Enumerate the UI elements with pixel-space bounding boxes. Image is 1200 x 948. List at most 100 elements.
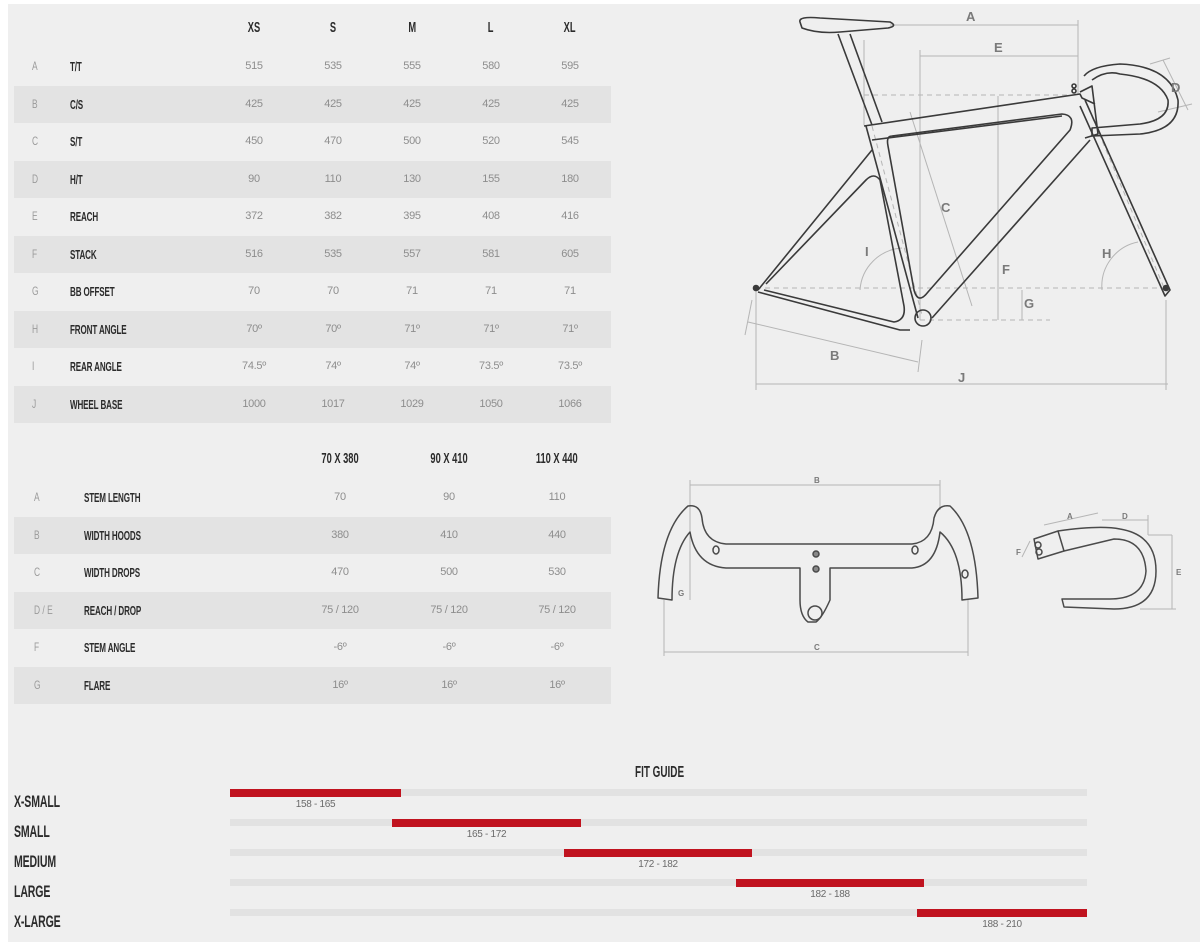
cell-value: 70º [246, 322, 262, 335]
bar-dim-label-c: C [814, 643, 820, 652]
cell-value: 372 [245, 210, 263, 222]
cell-value: 110 [324, 172, 342, 185]
cell-value: 410 [440, 528, 458, 541]
cell-value: 74.5º [242, 360, 266, 372]
fit-size-label: X-SMALL [14, 792, 88, 812]
row-label: BB OFFSET [70, 284, 142, 299]
cell-value: 74º [325, 360, 341, 372]
row-label: C/S [70, 97, 91, 112]
dim-label-g: G [1024, 296, 1034, 311]
row-letter: C [34, 565, 41, 579]
row-label: STEM LENGTH [84, 490, 175, 505]
size-header-l: L [451, 19, 531, 36]
cell-value: 535 [324, 247, 342, 260]
cell-value: 535 [324, 60, 342, 72]
size-header-90x410: 90 X 410 [389, 450, 509, 467]
handlebar-side-diagram: A D E F [1016, 512, 1182, 610]
row-label-text: REAR ANGLE [70, 359, 122, 374]
cell-value: 380 [331, 528, 349, 541]
row-label: H/T [70, 172, 90, 187]
cell-value: 500 [403, 135, 421, 147]
cell-value: 520 [482, 135, 500, 147]
row-label: REACH / DROP [84, 603, 176, 618]
row-label-text: REACH [70, 209, 99, 224]
table-header: 70 X 380 90 X 410 110 X 440 [14, 441, 611, 479]
cell-value: -6º [442, 641, 456, 653]
cell-value: 73.5º [558, 360, 582, 372]
cell-value: 555 [403, 60, 421, 72]
size-label: 110 X 440 [536, 450, 578, 467]
size-label: S [329, 19, 337, 36]
fit-range-label: 182 - 188 [810, 889, 850, 900]
dim-label-c: C [941, 200, 951, 215]
cell-value: 16º [441, 678, 457, 691]
row-label-text: STEM ANGLE [84, 640, 136, 655]
row-label: STACK [70, 247, 113, 262]
cell-value: 70 [334, 491, 346, 503]
dim-label-e: E [994, 40, 1003, 55]
fit-track [230, 819, 1087, 826]
row-label: REACH [70, 209, 115, 224]
size-label: M [408, 19, 416, 36]
cell-value: 75 / 120 [321, 603, 359, 616]
row-label: WIDTH DROPS [84, 565, 174, 580]
row-label: FLARE [84, 678, 126, 693]
frame-geometry-diagram: A E D C I F G H B J [744, 9, 1193, 390]
cell-value: 71º [562, 322, 578, 335]
cell-value: 470 [324, 135, 342, 147]
cell-value: 90 [248, 172, 260, 185]
fit-range-label: 172 - 182 [638, 859, 678, 870]
row-letter: D [32, 171, 39, 186]
geometry-chart-panel [8, 4, 1200, 942]
fit-size-name: X-LARGE [14, 912, 61, 931]
row-label-text: FRONT ANGLE [70, 321, 127, 337]
row-label-text: STACK [70, 246, 97, 262]
cell-value: 1066 [558, 397, 582, 410]
cell-value: 425 [482, 97, 500, 110]
row-label: S/T [70, 134, 90, 149]
cell-value: 557 [403, 247, 421, 260]
fit-size-name: MEDIUM [14, 852, 57, 871]
fit-range-bar [736, 878, 924, 887]
cell-value: 1050 [479, 397, 503, 410]
side-dim-label-a: A [1067, 512, 1073, 521]
cell-value: 425 [324, 97, 342, 110]
size-label: XL [564, 19, 576, 36]
cell-value: 73.5º [479, 360, 503, 372]
row-label: FRONT ANGLE [70, 322, 161, 337]
fit-track [230, 879, 1087, 886]
cell-value: 16º [549, 678, 565, 691]
row-letter: F [34, 640, 40, 654]
row-label: T/T [70, 59, 89, 74]
fit-track [230, 789, 1087, 796]
fit-size-name: SMALL [14, 822, 50, 841]
row-label: WHEEL BASE [70, 397, 154, 412]
bar-dim-label-b: B [814, 476, 820, 485]
cell-value: 75 / 120 [430, 603, 468, 616]
cell-value: 425 [245, 97, 263, 110]
row-letter: J [32, 396, 37, 411]
row-label-text: BB OFFSET [70, 284, 115, 299]
cell-value: 71º [483, 322, 499, 335]
row-label-text: WIDTH DROPS [84, 565, 140, 580]
side-dim-label-e: E [1176, 568, 1182, 577]
side-dim-label-d: D [1122, 512, 1128, 521]
fit-size-label: X-LARGE [14, 912, 89, 932]
fit-track [230, 909, 1087, 916]
cell-value: 416 [561, 210, 579, 222]
row-letter: D / E [34, 602, 53, 617]
row-label-text: T/T [70, 59, 82, 74]
table-header: XS S M L XL [14, 10, 611, 48]
row-label-text: H/T [70, 171, 83, 187]
